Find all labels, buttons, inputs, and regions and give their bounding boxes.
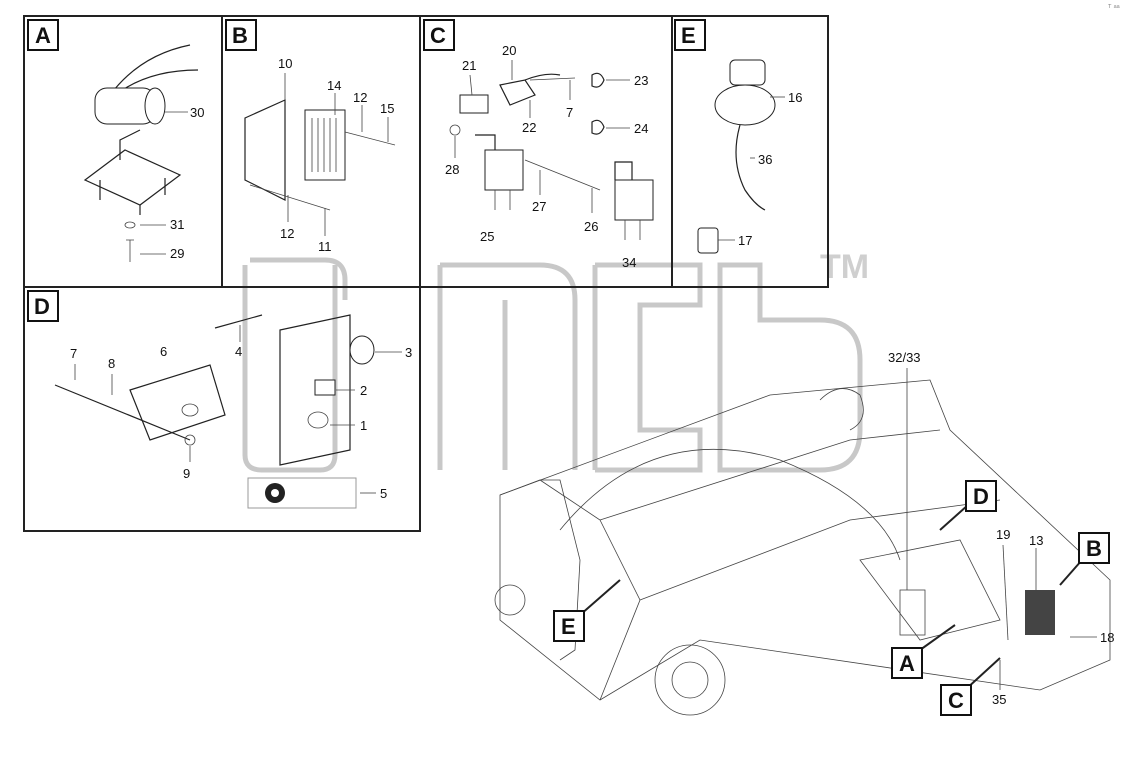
part-6: 6 — [160, 344, 167, 359]
part-29: 29 — [170, 246, 184, 261]
part-28: 28 — [445, 162, 459, 177]
svg-text:A: A — [899, 651, 915, 676]
panel-frames — [23, 15, 829, 532]
part-7: 7 — [566, 105, 573, 120]
panel-b-letter: B — [232, 23, 248, 48]
part-23: 23 — [634, 73, 648, 88]
part-7-d: 7 — [70, 346, 77, 361]
panel-d-letter: D — [34, 294, 50, 319]
overview-callout-d: D — [939, 480, 997, 531]
svg-text:D: D — [973, 484, 989, 509]
part-19: 19 — [996, 527, 1010, 542]
part-18: 18 — [1100, 630, 1114, 645]
part-24: 24 — [634, 121, 648, 136]
solenoid-drawing — [83, 44, 199, 215]
panel-e: E 16 36 17 — [674, 19, 802, 254]
part-10: 10 — [278, 56, 292, 71]
part-9: 9 — [183, 466, 190, 481]
corner-mark: ᵀ ᵃᵃ — [1108, 3, 1121, 12]
panel-c: C 21 20 23 7 22 24 28 27 26 25 34 — [423, 19, 654, 270]
part-16: 16 — [788, 90, 802, 105]
part-1: 1 — [360, 418, 367, 433]
part-15: 15 — [380, 101, 394, 116]
overview-callout-a: A — [891, 624, 956, 679]
panel-e-letter: E — [681, 23, 696, 48]
overview-callout-b: B — [1059, 532, 1110, 586]
part-13: 13 — [1029, 533, 1043, 548]
part-30: 30 — [190, 105, 204, 120]
part-2: 2 — [360, 383, 367, 398]
watermark-logo: TM — [242, 248, 869, 473]
part-36: 36 — [758, 152, 772, 167]
panel-c-letter: C — [430, 23, 446, 48]
overview-callout-c: C — [940, 657, 1001, 716]
part-27: 27 — [532, 199, 546, 214]
svg-text:B: B — [1086, 536, 1102, 561]
svg-text:C: C — [948, 688, 964, 713]
part-35: 35 — [992, 692, 1006, 707]
part-17: 17 — [738, 233, 752, 248]
panel-a-letter: A — [35, 23, 51, 48]
part-3: 3 — [405, 345, 412, 360]
part-25: 25 — [480, 229, 494, 244]
part-14: 14 — [327, 78, 341, 93]
overview-callout-e: E — [553, 579, 621, 642]
part-22: 22 — [522, 120, 536, 135]
part-11: 11 — [318, 239, 332, 254]
part-8: 8 — [108, 356, 115, 371]
part-31: 31 — [170, 217, 184, 232]
svg-text:E: E — [561, 614, 576, 639]
part-26: 26 — [584, 219, 598, 234]
part-32-33: 32/33 — [888, 350, 921, 365]
part-12-bottom: 12 — [280, 226, 294, 241]
part-34: 34 — [622, 255, 636, 270]
panel-a: A 30 31 29 — [27, 19, 204, 262]
part-21: 21 — [462, 58, 476, 73]
panel-b: B 10 14 12 15 12 11 — [225, 19, 396, 254]
panel-d: D 7 8 6 9 4 3 2 1 5 — [27, 290, 412, 509]
part-4: 4 — [235, 344, 242, 359]
machine-overview — [494, 379, 1111, 716]
part-12-top: 12 — [353, 90, 367, 105]
part-20: 20 — [502, 43, 516, 58]
part-5: 5 — [380, 486, 387, 501]
